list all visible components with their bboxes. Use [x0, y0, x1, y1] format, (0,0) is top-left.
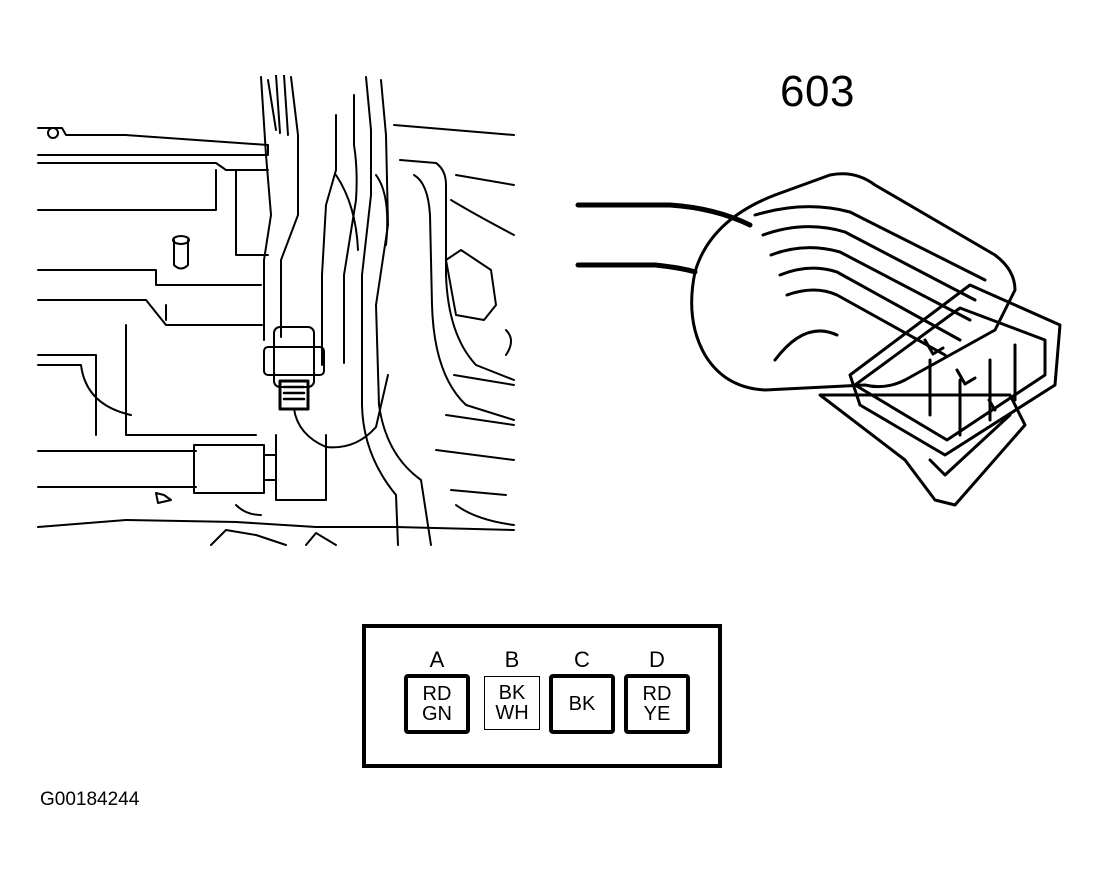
- pin-wire-color-box: BK WH: [484, 676, 540, 730]
- pin-wire-color-box: BK: [549, 674, 615, 734]
- connector-illustration: [575, 172, 1062, 507]
- pin-wire-color-box: RD YE: [624, 674, 690, 734]
- figure-id: G00184244: [40, 789, 140, 810]
- pin-d: D RD YE: [622, 648, 692, 734]
- wire-color-primary: RD: [642, 683, 672, 705]
- wire-color-stripe: GN: [422, 703, 452, 725]
- pin-letter: C: [574, 647, 590, 672]
- connector-pin-panel: A RD GN B BK WH C BK D RD YE: [362, 624, 722, 768]
- pin-letter: D: [649, 647, 665, 672]
- pin-b: B BK WH: [477, 648, 547, 730]
- wire-color-stripe: WH: [495, 702, 529, 724]
- engine-bay-illustration: [37, 75, 515, 546]
- pin-wire-color-box: RD GN: [404, 674, 470, 734]
- connector-number: 603: [780, 67, 855, 116]
- wire-color-primary: RD: [422, 683, 452, 705]
- wire-color-stripe: YE: [643, 703, 671, 725]
- wire-color-primary: BK: [498, 682, 526, 704]
- pin-a: A RD GN: [402, 648, 472, 734]
- pin-c: C BK: [547, 648, 617, 734]
- pin-letter: B: [504, 647, 520, 672]
- wire-color-primary: BK: [568, 693, 596, 715]
- pin-letter: A: [429, 647, 445, 672]
